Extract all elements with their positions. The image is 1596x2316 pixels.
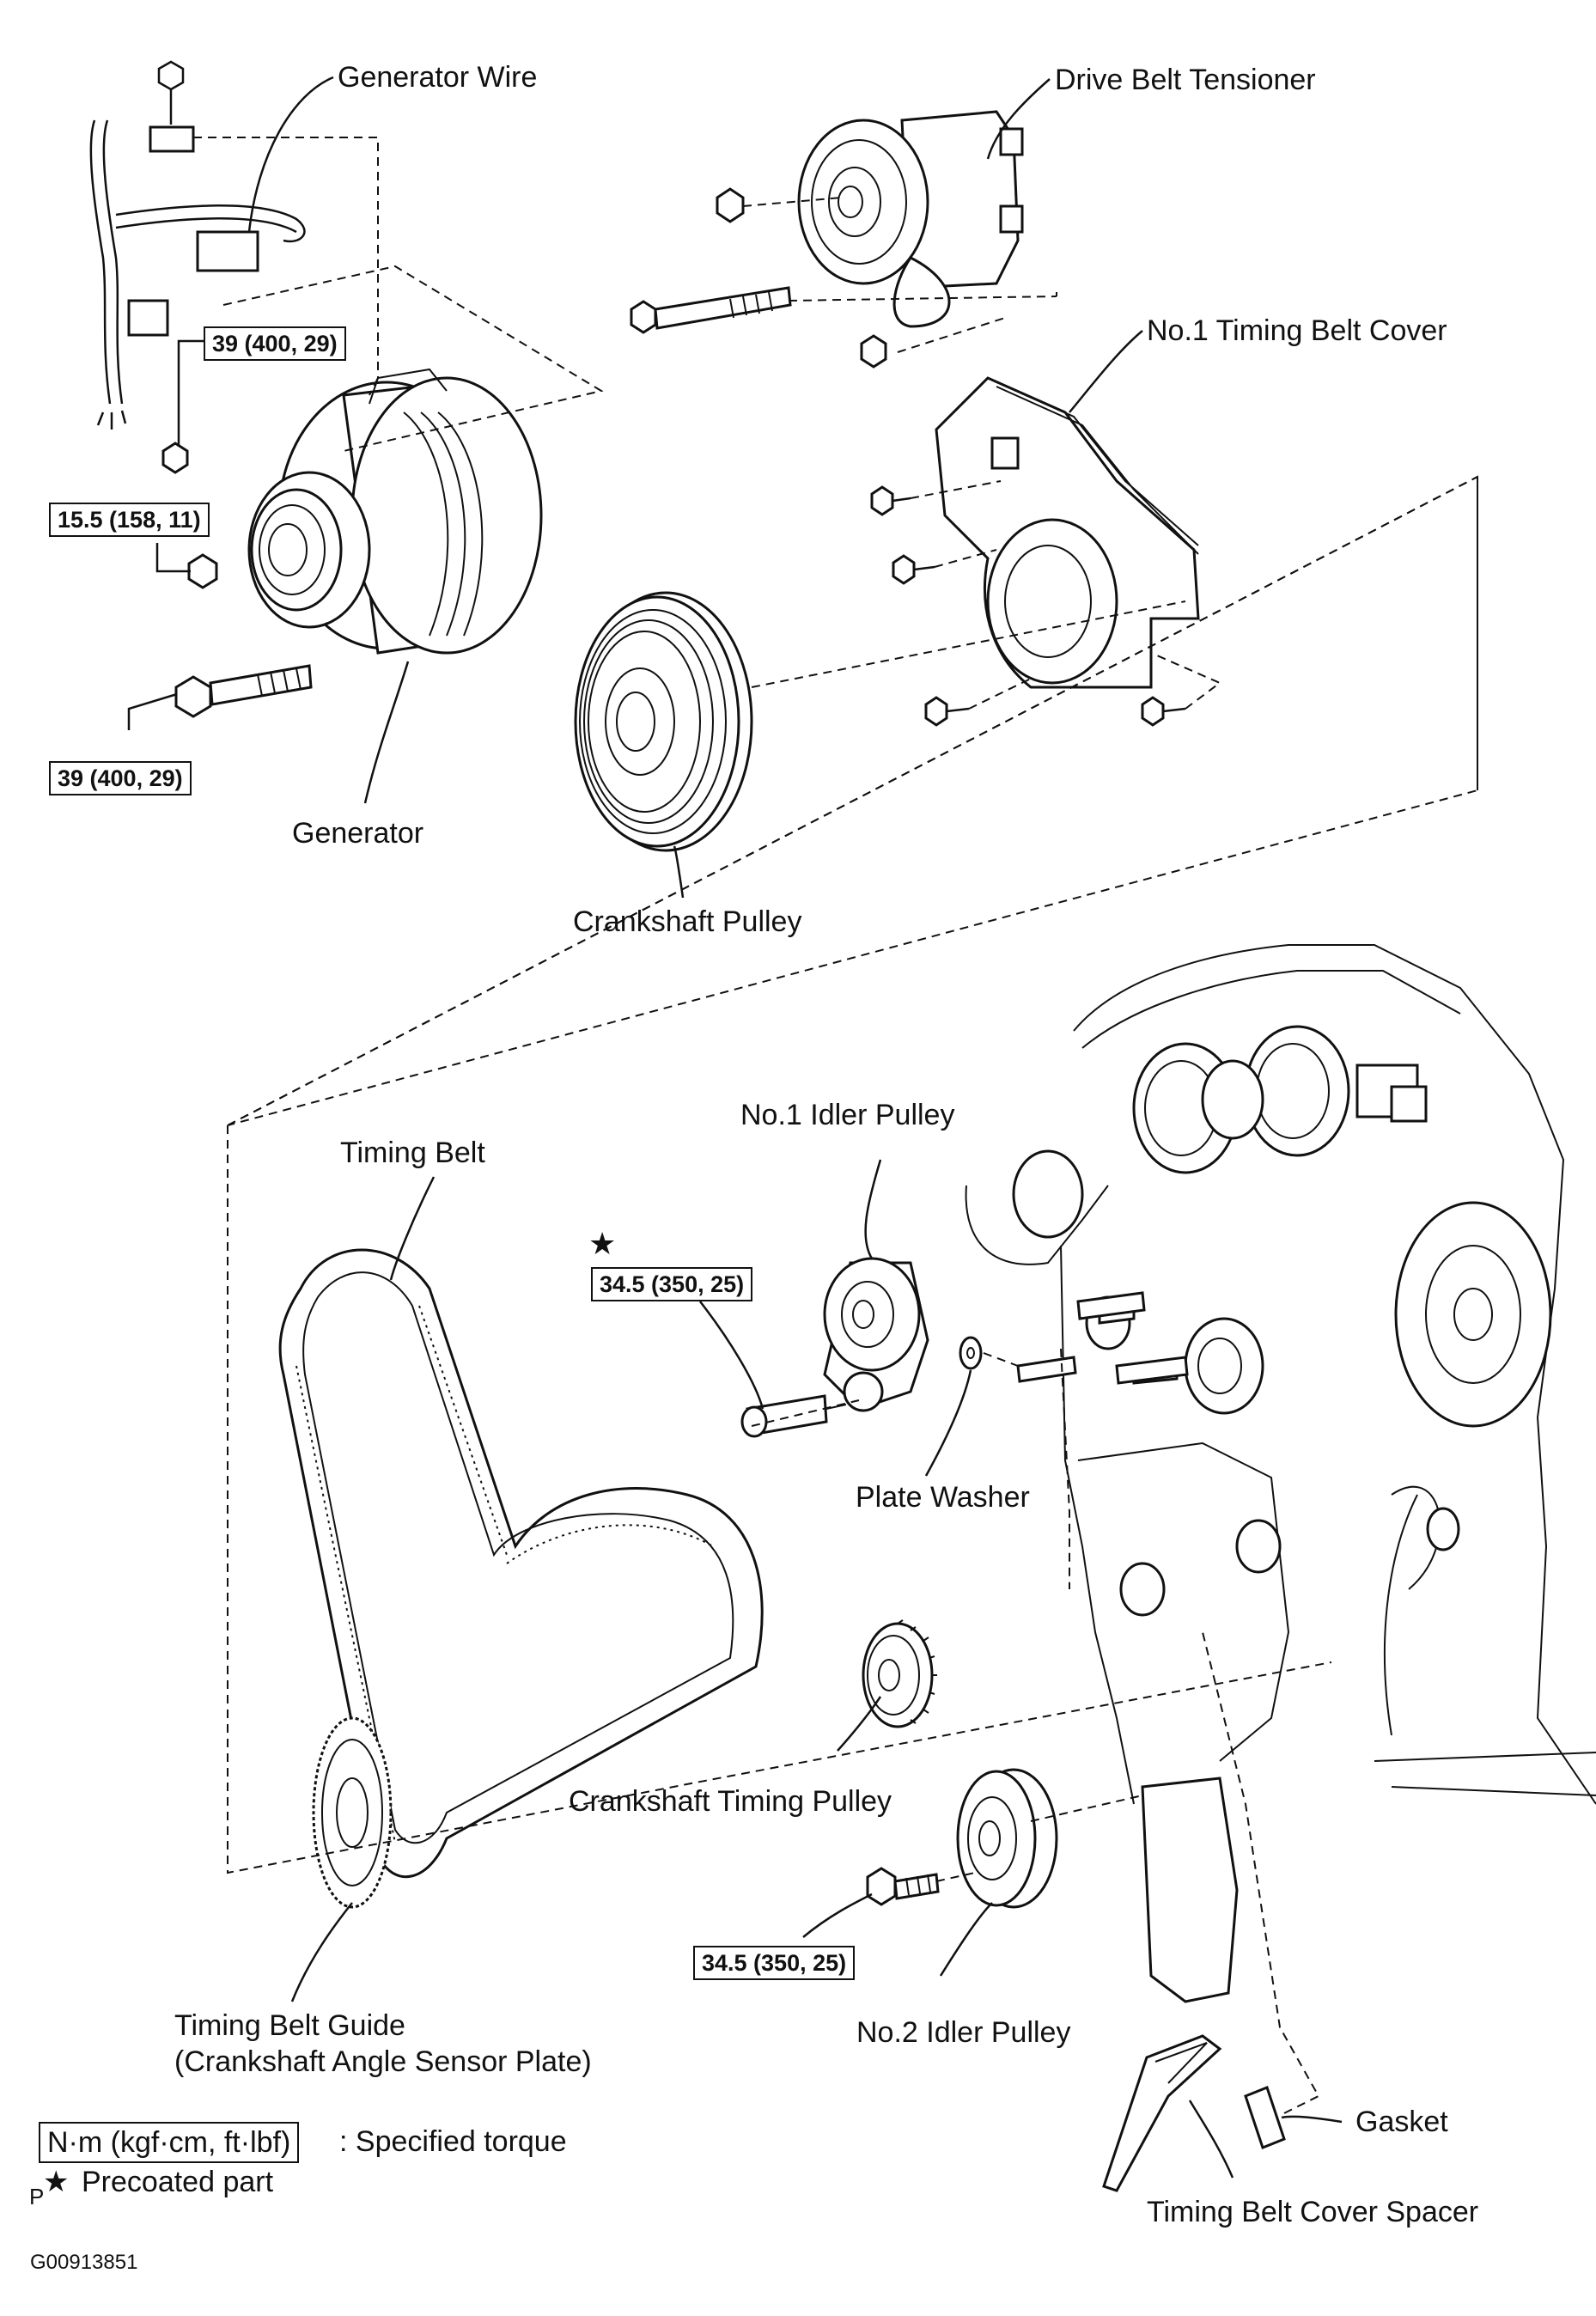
engine-block-part [965,944,1596,2003]
label-timing-belt-cover-no1: No.1 Timing Belt Cover [1147,314,1447,347]
precoat-star-marker: ★ [588,1226,617,1261]
no2-idler-pulley-part [866,1768,1058,1909]
drive-belt-tensioner-part [630,110,1024,369]
plate-washer-part [959,1291,1189,1385]
torque-generator-bolt: 39 (400, 29) [49,761,192,795]
label-drive-belt-tensioner: Drive Belt Tensioner [1055,64,1316,96]
torque-generator-wire-nut: 39 (400, 29) [204,326,346,361]
figure-id: G00913851 [30,2251,138,2274]
label-gasket: Gasket [1355,2106,1448,2138]
timing-belt-cover-no1-part [870,376,1200,727]
label-timing-belt-cover-spacer: Timing Belt Cover Spacer [1147,2196,1479,2228]
timing-belt-guide-part [312,1716,393,1909]
label-crankshaft-timing-pulley: Crankshaft Timing Pulley [569,1785,892,1818]
timing-belt-cover-spacer-part [1102,2034,1222,2192]
legend-unit-desc: : Specified torque [339,2125,567,2158]
label-plate-washer: Plate Washer [856,1481,1030,1514]
assembly-dashed-lines [193,137,1478,2114]
label-timing-belt: Timing Belt [340,1137,485,1169]
label-crankshaft-pulley: Crankshaft Pulley [573,905,802,938]
legend-precoat-symbol: ★ [43,2166,70,2198]
label-timing-belt-guide-line2: (Crankshaft Angle Sensor Plate) [174,2045,592,2078]
legend-precoat-prefix: P [29,2184,45,2209]
crankshaft-pulley-part [574,591,753,852]
legend-unit-box: N·m (kgf·cm, ft·lbf) [39,2122,300,2163]
gasket-part [1244,2086,1286,2149]
leader-lines [127,76,1343,2179]
label-generator-wire: Generator Wire [338,61,538,94]
generator-part [161,368,543,718]
generator-wire-part [89,60,306,430]
no1-idler-pulley-part [740,1257,929,1438]
crankshaft-timing-pulley-part [862,1619,937,1728]
legend-precoat-desc: Precoated part [82,2166,274,2198]
label-no2-idler-pulley: No.2 Idler Pulley [856,2016,1071,2049]
torque-no1-idler-bolt: 34.5 (350, 25) [591,1267,753,1301]
label-no1-idler-pulley: No.1 Idler Pulley [740,1099,955,1131]
label-timing-belt-guide-line1: Timing Belt Guide [174,2009,405,2042]
torque-generator-pulley-nut: 15.5 (158, 11) [49,503,210,537]
label-generator: Generator [292,817,424,850]
torque-no2-idler-bolt: 34.5 (350, 25) [693,1946,856,1980]
